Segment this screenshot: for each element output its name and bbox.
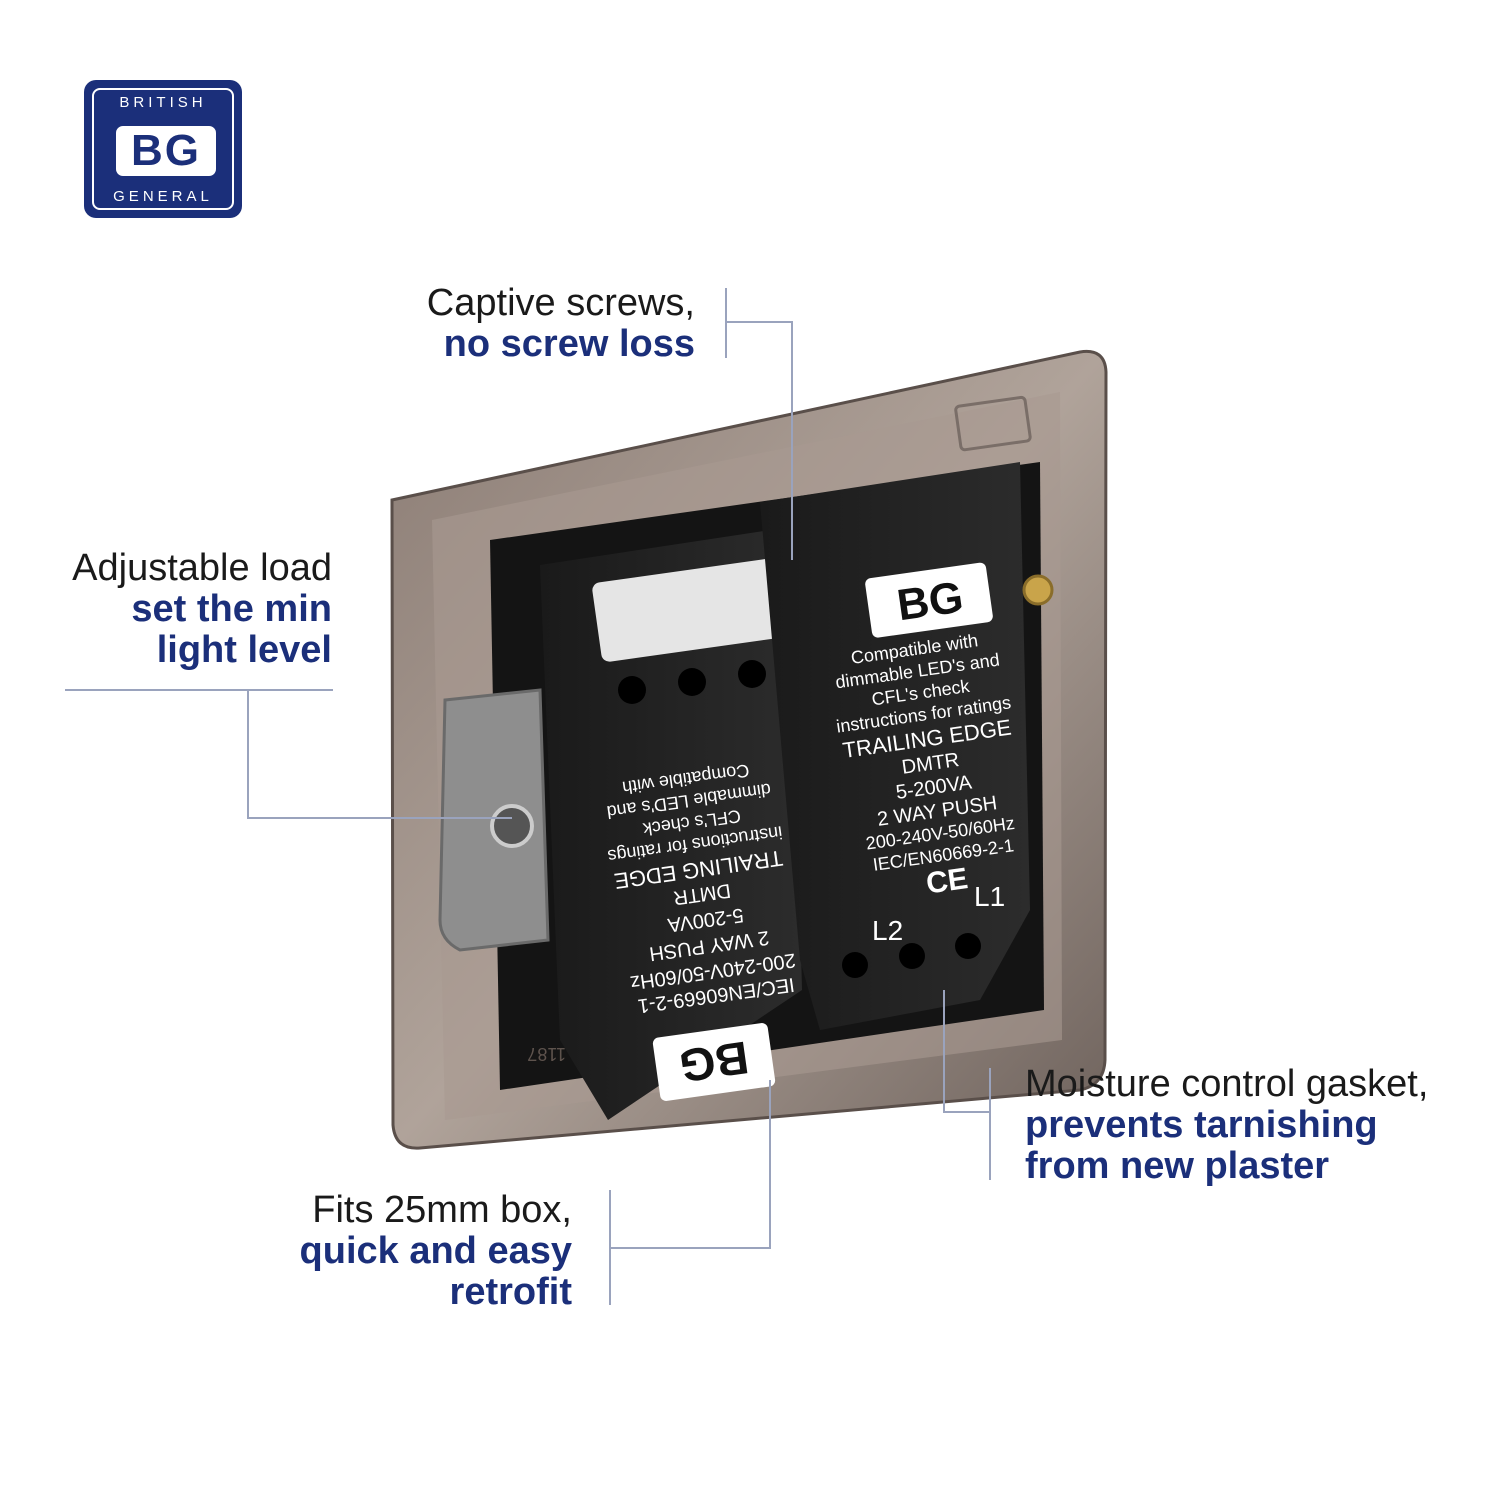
logo-bottom-text: GENERAL [113,188,213,205]
right-dimmer-module: BG Compatible with dimmable LED's and CF… [760,462,1030,1030]
callout-highlight: light level [156,629,332,671]
callout-highlight: retrofit [449,1271,572,1313]
terminal-screw [678,668,706,696]
callout-highlight: quick and easy [299,1230,572,1272]
terminal-screw [842,952,868,978]
module-logo-text: BG [894,573,966,631]
adjust-screw [490,804,534,848]
callout-fits-box: Fits 25mm box, quick and easy retrofit [300,1190,572,1313]
module-logo-text: BG [676,1031,752,1092]
svg-text:1187: 1187 [527,1044,566,1064]
plate-code-label: 1187 [527,1044,566,1064]
callout-highlight: set the min [131,588,332,630]
logo-top-text: BRITISH [119,94,207,111]
callout-heading: Fits 25mm box, [312,1189,572,1231]
leader-lines [65,288,991,1305]
module-logo-box [865,562,993,638]
terminal-label-l2: L2 [872,915,903,946]
terminal-label-l1: L1 [974,881,1005,912]
logo-mark: BG [116,126,216,176]
callout-heading: Adjustable load [72,547,332,589]
callout-moisture-gasket: Moisture control gasket, prevents tarnis… [1025,1064,1428,1187]
plate-bg-emboss [954,395,1032,452]
terminal-screw [618,676,646,704]
callout-highlight: prevents tarnishing [1025,1104,1378,1146]
callout-heading: Captive screws, [426,282,695,324]
callout-highlight: from new plaster [1025,1145,1330,1187]
callout-heading: Moisture control gasket, [1025,1063,1429,1105]
terminal-screw [899,943,925,969]
callout-adjustable-load: Adjustable load set the min light level [72,548,332,671]
left-dimmer-module: BG IEC/EN60669-2-1 200-240V-50/60Hz 2 WA… [540,527,802,1120]
ce-mark: CE [924,862,970,900]
callout-highlight: no screw loss [443,323,695,365]
captive-screw [1022,574,1054,606]
terminal-block [592,558,790,662]
british-general-logo: BRITISH BG GENERAL [84,80,242,218]
callout-captive-screws: Captive screws, no screw loss [427,283,695,365]
terminal-screw [955,933,981,959]
module-logo-box [652,1023,776,1101]
load-adjust-bracket [438,688,550,952]
module-text-block-left: IEC/EN60669-2-1 200-240V-50/60Hz 2 WAY P… [606,760,797,1017]
terminal-screw [738,660,766,688]
